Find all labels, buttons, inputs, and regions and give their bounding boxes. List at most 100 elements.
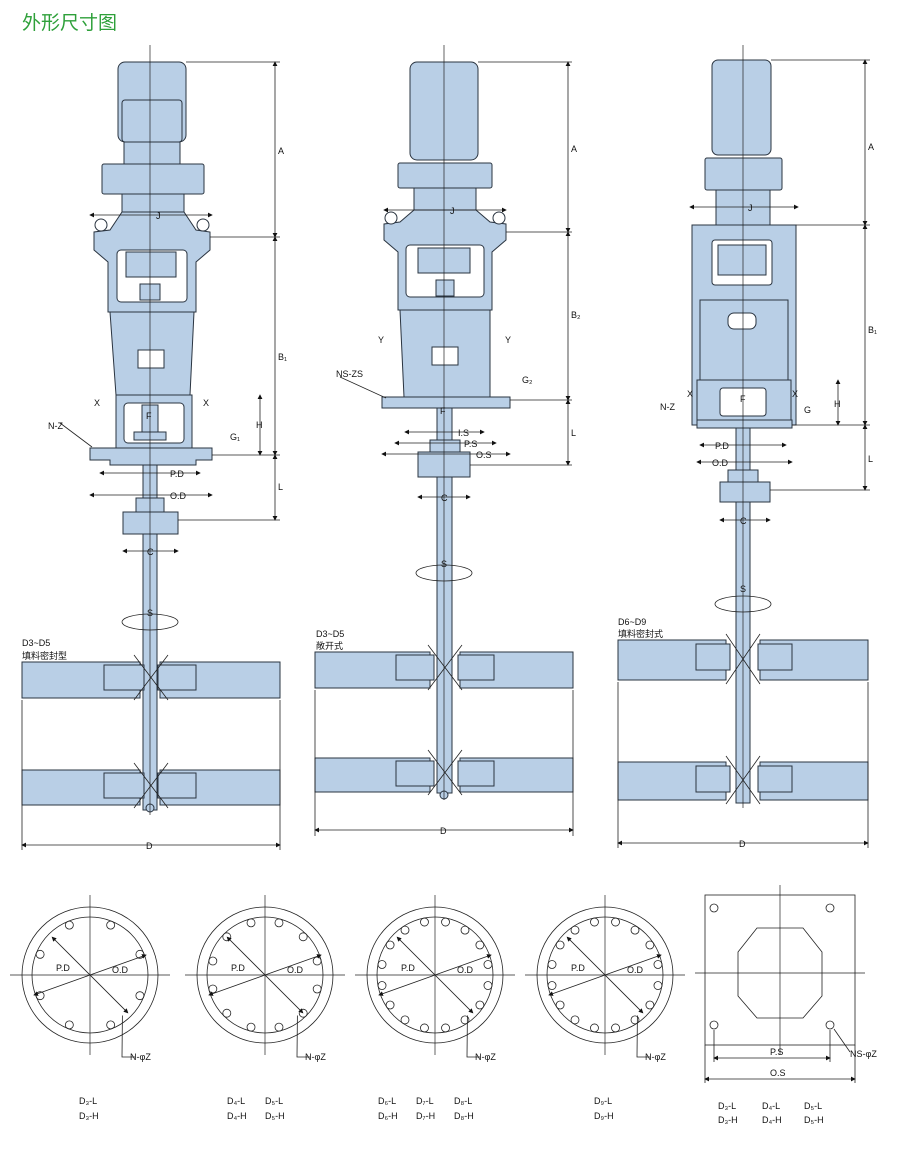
od-dim-line <box>548 954 662 996</box>
bolt-hole <box>420 1023 429 1033</box>
bolt-hole <box>420 917 429 927</box>
bolt-hole <box>483 960 493 969</box>
bolt-hole <box>274 918 284 928</box>
model-label: D₈-H <box>454 1111 474 1121</box>
seal-type-label: 敞开式 <box>316 640 343 652</box>
dim-g1-label: G₁ <box>230 432 240 442</box>
bolt-hole <box>106 1020 116 1030</box>
pd-label: P.D <box>231 963 245 973</box>
dim-f-label: F <box>740 394 746 404</box>
od-dim-line <box>378 954 492 996</box>
pd-label: P.D <box>571 963 585 973</box>
bolt-hole <box>35 949 45 959</box>
bolt-hole <box>106 920 116 930</box>
dim-is-label: I.S <box>458 428 469 438</box>
nz-label: N-Z <box>660 402 675 412</box>
dim-f-label: F <box>440 406 446 416</box>
model-label: D₄-H <box>227 1111 247 1121</box>
dim-b1-label: B₁ <box>868 325 877 335</box>
dim-pd-label: P.D <box>170 469 184 479</box>
pd-label: P.D <box>401 963 415 973</box>
od-label: O.D <box>627 965 644 975</box>
bolt-hole <box>222 1008 232 1018</box>
bolt-hole <box>547 981 557 990</box>
dim-c-label: C <box>147 547 154 557</box>
seal-type-label: 填料密封式 <box>618 628 663 640</box>
dim-c-label: C <box>441 493 448 503</box>
bolt-hole <box>645 940 655 950</box>
model-label: D₃-L <box>718 1101 736 1111</box>
bolt-hole <box>208 956 218 966</box>
od-dim-line <box>208 954 322 996</box>
dim-a-label: A <box>278 146 284 156</box>
dim-l-label: L <box>868 454 873 464</box>
od-label: O.D <box>112 965 129 975</box>
bolt-hole <box>460 1015 470 1025</box>
bolt-hole <box>64 920 74 930</box>
seal-type-label: 填料密封型 <box>22 650 67 662</box>
nz-label: N-φZ <box>130 1052 151 1062</box>
bolt-hole <box>570 925 580 935</box>
model-label: D₄-L <box>762 1101 780 1111</box>
bolt-hole <box>64 1020 74 1030</box>
bolt-hole <box>555 1000 565 1010</box>
bolt-hole <box>570 1015 580 1025</box>
bolt-hole <box>590 1023 599 1033</box>
bolt-hole <box>611 917 620 927</box>
model-label: D₅-H <box>804 1115 824 1125</box>
bolt-hole <box>208 984 218 994</box>
dim-od-label: O.D <box>712 458 729 468</box>
bolt-hole <box>400 925 410 935</box>
nz-label: N-φZ <box>475 1052 496 1062</box>
section-y-label: Y <box>505 335 511 345</box>
dim-b2-label: B₂ <box>571 310 581 320</box>
nz-leader <box>636 1015 650 1058</box>
nz-label: N-φZ <box>305 1052 326 1062</box>
dim-s-label: S <box>147 608 153 618</box>
nsz-label: NS-φZ <box>850 1049 877 1059</box>
bolt-hole <box>653 981 663 990</box>
model-label: D₉-L <box>594 1096 612 1106</box>
bolt-hole <box>312 984 322 994</box>
dim-j-label: J <box>450 206 455 216</box>
dim-g-label: G <box>804 405 811 415</box>
model-label: D₅-H <box>265 1111 285 1121</box>
model-label: D₆-L <box>378 1096 396 1106</box>
nz-label: N-φZ <box>645 1052 666 1062</box>
section-x-label: X <box>94 398 100 408</box>
model-label: D₃-H <box>79 1111 99 1121</box>
model-label: D₄-L <box>227 1096 245 1106</box>
bolt-hole <box>385 1000 395 1010</box>
bolt-hole <box>475 940 485 950</box>
dim-h-label: H <box>256 420 263 430</box>
dim-f-label: F <box>146 411 152 421</box>
bolt-hole <box>475 1000 485 1010</box>
bolt-hole <box>246 918 256 928</box>
bolt-hole <box>555 940 565 950</box>
dim-g2-label: G₂ <box>522 375 533 385</box>
bolt-hole <box>298 932 308 942</box>
bolt-hole <box>441 1023 450 1033</box>
bolt-hole <box>547 960 557 969</box>
dim-h-label: H <box>834 399 841 409</box>
nz-leader <box>296 1015 310 1058</box>
model-label: D₆-H <box>378 1111 398 1121</box>
section-x-label: X <box>687 389 693 399</box>
bolt-hole <box>377 960 387 969</box>
dim-a-label: A <box>571 144 577 154</box>
dim-l-label: L <box>278 482 283 492</box>
dim-pd-label: P.D <box>715 441 729 451</box>
section-y-label: Y <box>378 335 384 345</box>
bolt-hole <box>377 981 387 990</box>
dim-j-label: J <box>156 211 161 221</box>
variant-label: D3~D5 <box>316 629 344 639</box>
dim-s-label: S <box>740 584 746 594</box>
mixer-2-drawing: A B₂ L G₂ J F I.S P.S O.S C S D Y Y NS-Z… <box>314 45 581 836</box>
pd-label: P.D <box>56 963 70 973</box>
dim-c-label: C <box>740 516 747 526</box>
bolt-hole <box>135 991 145 1001</box>
dim-b1-label: B₁ <box>278 352 287 362</box>
variant-label: D6~D9 <box>618 617 646 627</box>
